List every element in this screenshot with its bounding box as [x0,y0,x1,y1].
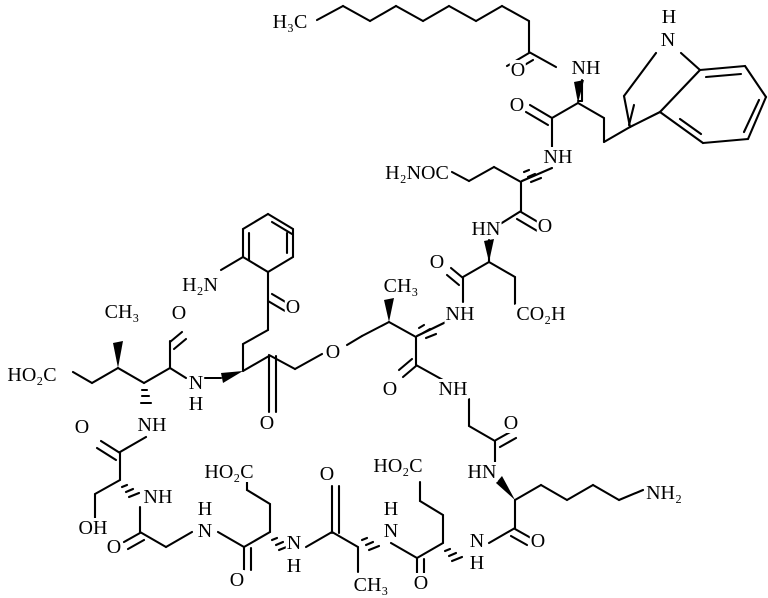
gly1-amide-n-label: N [196,520,214,542]
asn-amide-nh-label: NH [542,146,574,168]
asp3-carbonyl-oxygen-label: O [412,572,430,594]
asparagine-backbone [520,166,554,183]
aryl-ketone-oxygen-label: O [284,296,302,318]
serine-backbone [93,435,148,520]
thr-carbonyl-oxygen-label: O [381,378,399,400]
ser-stereo-hash-lines [120,483,141,499]
ser-carbonyl-oxygen-label: O [73,416,91,438]
orn-carbonyl-oxygen-label: O [529,530,547,552]
gly1-to-asp2-bond [216,530,246,549]
asp1-bonds [461,260,517,306]
methylaspartate-carbonyl-oxygen-label: O [170,302,188,324]
thr-stereo-hash-lines [417,323,438,340]
asp1-carbonyl-oxygen-label: O [428,251,446,273]
alanine-amide-n-label: N [382,520,400,542]
methylaspartate-carboxyl-label: HO₂C [6,364,58,386]
thr-bonds [345,320,445,382]
ala-carbonyl-double-bond [330,484,341,535]
asp1-stereo-wedge [484,239,494,262]
kyn-stereo-wedge [221,371,243,383]
alanine-backbone [304,530,360,574]
anthranilyl-amide-h-label: H [187,393,205,415]
glycine1-backbone [138,505,194,549]
thr-amide-nh-label: NH [444,303,476,325]
asp2-amide-n-label: N [285,532,303,554]
alanine-methyl-label: CH₃ [352,574,390,596]
ester-linkage [267,352,324,371]
acyl-carbonyl-oxygen-label: O [509,59,527,81]
asp1-carbonyl-double-bond [445,266,465,287]
asn-carbonyl-oxygen-label: O [536,215,554,237]
beta-methyl-label: CH₃ [103,301,141,323]
gly1-carbonyl-double-bond [122,531,146,551]
asp2-carbonyl-double-bond [242,546,253,572]
gly2-amide-nh-label: NH [437,378,469,400]
asp2-carbonyl-oxygen-label: O [228,569,246,591]
anthranilyl-amide-n-label: N [187,372,205,394]
ornithine-amine-label: NH₂ [645,482,683,504]
asp3-carboxyl-label: HO₂C [372,455,424,477]
asp3-amide-n-label: N [468,530,486,552]
methylaspartate-amide-nh-label: NH [136,414,168,436]
asp1-carboxyl-label: CO₂H [515,303,567,325]
asp3-carbonyl-double-bond [415,557,426,576]
ornithine-backbone [487,483,645,545]
decanoyl-chain [315,4,558,69]
gly1-amide-h-label: H [196,498,214,520]
asp3-backbone [389,480,445,560]
ser-carbonyl-double-bond [95,439,122,462]
asp2-amide-h-label: H [285,555,303,577]
trp-carbonyl-double-bond [524,103,554,127]
kynurenine-backbone [241,298,271,373]
asp3-amide-h-label: H [468,552,486,574]
asp1-amide-hn-label: HN [470,218,502,240]
orn-carbonyl-double-bond [509,527,533,547]
anthranilyl-benzene-ring [241,212,295,302]
indole-nh-hydrogen-label: H [660,6,678,28]
orn-stereo-wedge [496,476,515,500]
indole-nitrogen-label: N [659,29,677,51]
indole-ring [602,51,768,145]
asn-stereo-hash-lines [522,168,543,184]
gly1-carbonyl-oxygen-label: O [105,536,123,558]
thr-methyl-wedge [384,298,394,322]
trp-alpha-bonds [550,101,606,144]
alanine-carbonyl-oxygen-label: O [318,463,336,485]
threonine-backbone [415,319,450,338]
alanine-amide-h-label: H [382,498,400,520]
mdap-stereo-hash-lines [139,388,153,405]
ser-amide-nh-label: NH [142,486,174,508]
asp2-backbone [242,480,272,549]
gly2-carbonyl-oxygen-label: O [502,412,520,434]
serine-hydroxyl-label: OH [77,517,109,539]
methyl-terminus-label: H₃C [271,11,309,33]
thr-carbonyl-double-bond [397,357,418,379]
anthranilyl-amine-bond [219,255,245,272]
trp-amide-nh-label: NH [570,57,602,79]
anthranilyl-amine-label: H₂N [181,274,219,296]
asparagine-carboxamide-label: H₂NOC [384,162,450,184]
kyn-ester-carbonyl-double-bond [267,354,278,414]
mdap-carbonyl-double-bond [168,330,188,351]
mdap-alpha-bonds [71,366,172,385]
ester-oxygen-label: O [324,341,342,363]
threonine-methyl-label: CH₃ [382,275,420,297]
asp3-stereo-hash-lines [443,547,464,563]
ala-stereo-hash-lines [360,536,381,552]
trp-stereo-wedge [574,80,584,103]
asp2-carboxyl-label: HO₂C [203,461,255,483]
orn-amide-hn-label: HN [466,461,498,483]
trp-carbonyl-oxygen-label: O [508,94,526,116]
kynurenine-ester-carbonyl-oxygen-label: O [258,412,276,434]
glycine2-backbone [467,397,497,465]
mdap-methyl-wedge [113,341,123,368]
